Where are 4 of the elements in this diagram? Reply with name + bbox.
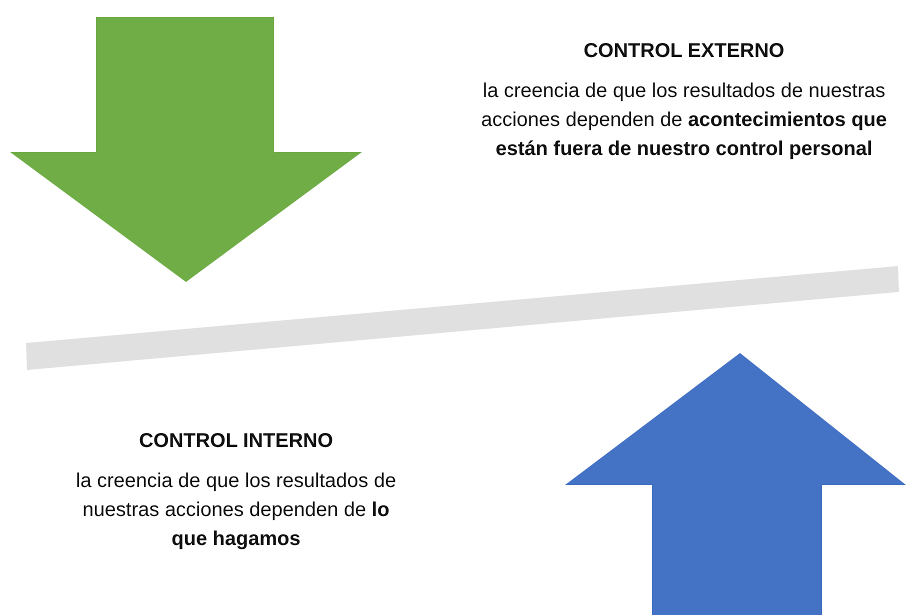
heading: CONTROL EXTERNO — [582, 40, 786, 63]
heading: CONTROL INTERNO — [138, 430, 334, 453]
description-text: la creencia de que los resultados de nuestras acciones dependen de lo que hagamos — [74, 469, 398, 552]
description-text: la creencia de que los resultados de nuestras acciones dependen de acontecimientos que están fuera de nuestro control personal — [480, 79, 888, 162]
